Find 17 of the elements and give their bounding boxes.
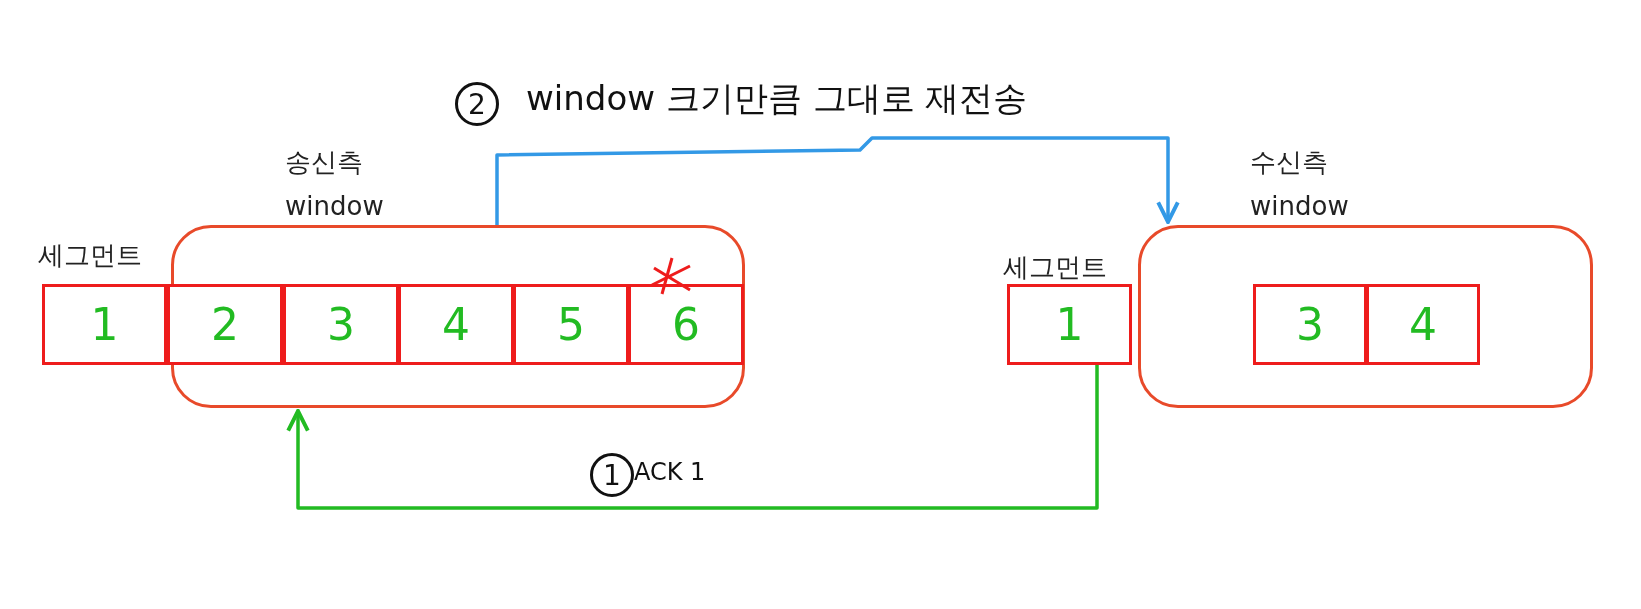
arrow <box>495 136 1180 225</box>
segment-cell: 4 <box>398 284 514 365</box>
segment-cell: 1 <box>1007 284 1132 365</box>
segment-cell: 4 <box>1366 284 1480 365</box>
window-heading: 수신측 window <box>1250 146 1350 223</box>
segment-cell: 2 <box>167 284 283 365</box>
segment-cell: 3 <box>283 284 399 365</box>
segment-label: 세그먼트 <box>1003 251 1107 284</box>
callout-number: 2 <box>455 82 499 126</box>
arrow <box>286 365 1099 510</box>
segment-label: 세그먼트 <box>38 239 142 272</box>
segment-cell: 3 <box>1253 284 1367 365</box>
segment-cell: 5 <box>513 284 629 365</box>
callout-number: 1 <box>590 453 634 497</box>
segment-cell: 6 <box>628 284 744 365</box>
segment-cell: 1 <box>42 284 167 365</box>
window-heading: 송신측 window <box>285 146 385 223</box>
